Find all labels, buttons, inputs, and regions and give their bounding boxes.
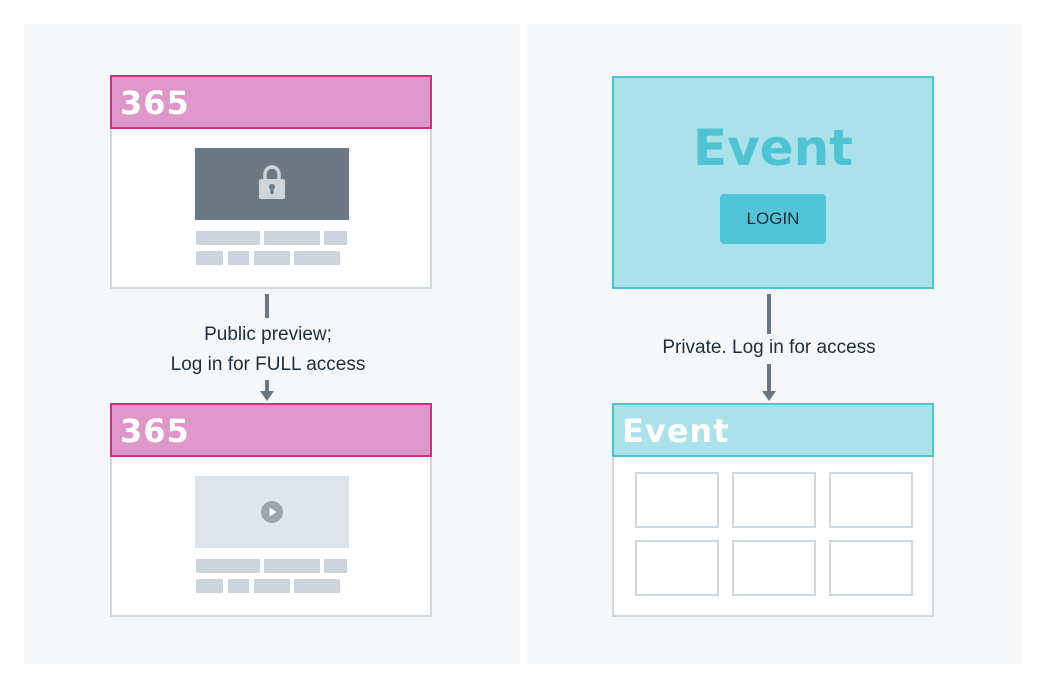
event-tile	[732, 472, 816, 528]
flow-caption: Public preview; Log in for FULL access	[146, 320, 390, 380]
arrow-down-icon	[762, 391, 776, 401]
locked-media	[195, 148, 349, 220]
caption-line-2: Log in for FULL access	[170, 354, 366, 375]
event-login-screen: Event LOGIN	[612, 76, 934, 289]
text-placeholder	[264, 559, 320, 573]
card-header: 365	[110, 75, 432, 129]
event-tile	[732, 540, 816, 596]
card-title: 365	[120, 412, 190, 450]
preview-media	[195, 476, 349, 548]
text-placeholder	[294, 251, 340, 265]
connector-line	[265, 294, 269, 318]
connector-line	[265, 380, 269, 392]
event-tile	[829, 540, 913, 596]
text-placeholder	[196, 559, 260, 573]
text-placeholder	[294, 579, 340, 593]
event-title: Event	[692, 119, 854, 177]
event-content-card: Event	[612, 403, 934, 617]
event-tile	[829, 472, 913, 528]
text-placeholder	[264, 231, 320, 245]
preview-content-card: 365	[110, 403, 432, 617]
login-button[interactable]: LOGIN	[720, 194, 826, 244]
card-title: Event	[622, 412, 730, 450]
text-placeholder	[254, 579, 290, 593]
event-tile	[635, 472, 719, 528]
event-tile	[635, 540, 719, 596]
card-header: Event	[612, 403, 934, 457]
connector-line	[767, 294, 771, 334]
connector-line	[767, 364, 771, 392]
lock-icon	[259, 165, 285, 199]
text-placeholder	[196, 231, 260, 245]
locked-content-card: 365	[110, 75, 432, 289]
text-placeholder	[196, 579, 223, 593]
card-title: 365	[120, 84, 190, 122]
flow-caption: Private. Log in for access	[662, 337, 876, 358]
text-placeholder	[324, 231, 347, 245]
text-placeholder	[228, 251, 249, 265]
text-placeholder	[324, 559, 347, 573]
caption-line-1: Public preview;	[204, 324, 332, 345]
text-placeholder	[228, 579, 249, 593]
card-header: 365	[110, 403, 432, 457]
arrow-down-icon	[260, 391, 274, 401]
play-icon	[261, 501, 283, 523]
text-placeholder	[254, 251, 290, 265]
text-placeholder	[196, 251, 223, 265]
